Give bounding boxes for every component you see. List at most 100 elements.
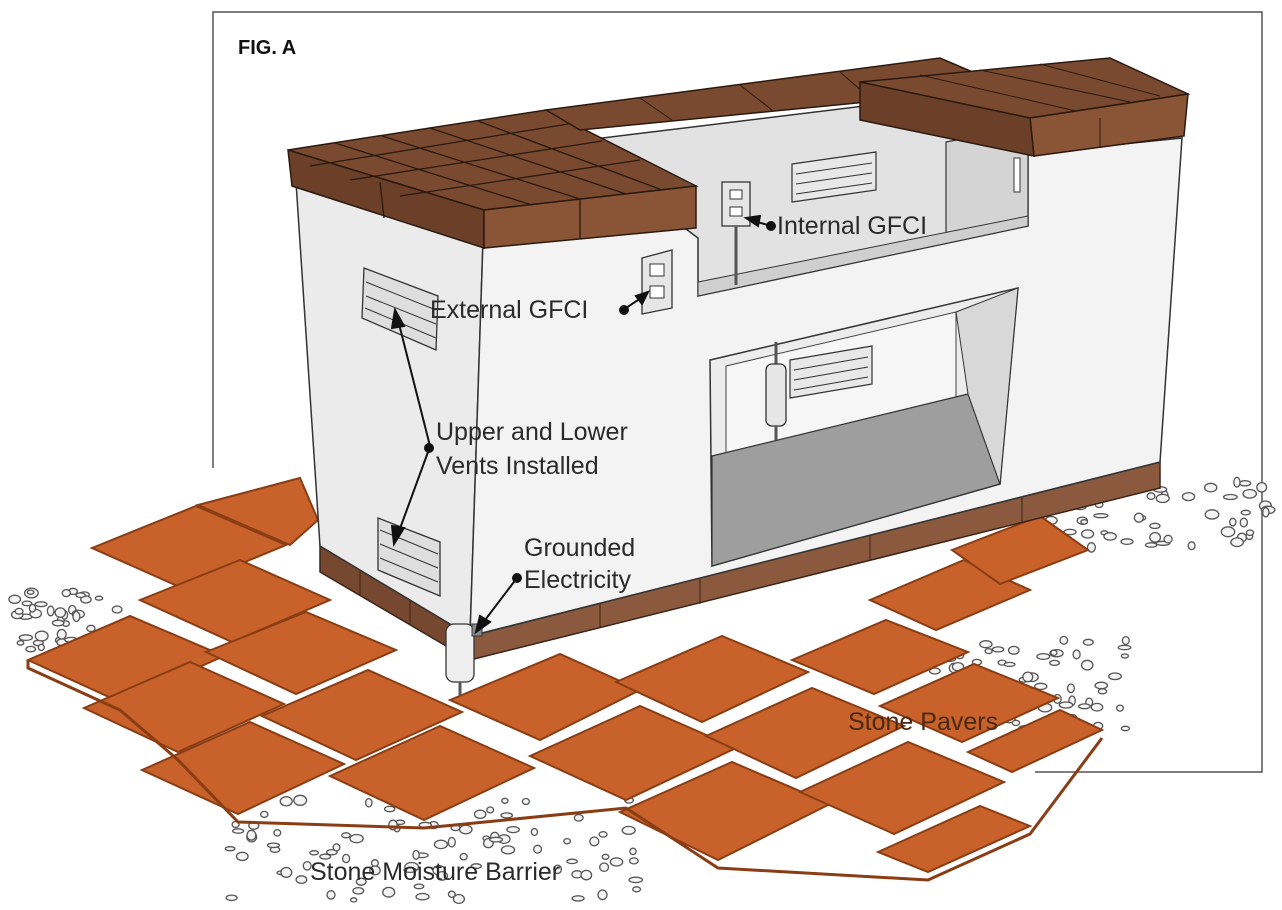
vents [361,151,877,597]
gravel-pebble [1080,519,1089,525]
arrowhead [474,614,492,635]
paver-tile [81,660,287,754]
gravel-pebble [56,628,67,640]
gravel-pebble [928,667,941,675]
gravel-pebble [246,829,257,841]
gravel-pebble [273,828,282,837]
gravel-pebble [553,864,563,875]
leader-dot [512,573,522,583]
gravel-pebble [341,853,351,864]
paver-tile [703,686,907,780]
vents-leader-down [397,451,429,535]
external-gfci-label: External GFCI [430,296,588,324]
gravel-pebble [1149,531,1162,543]
paver-tile [139,720,347,816]
gravel-pebble [632,886,642,893]
gravel-pebble [530,827,539,837]
gravel-pebble [500,845,516,855]
paver-tile [877,662,1061,744]
gravel-pebble [1090,702,1104,712]
gravel-pebble [1120,653,1130,659]
gravel-pebble [563,837,572,845]
gravel-pebble [458,824,473,835]
external-gfci-outlet [641,249,673,315]
gravel-pebble [1034,682,1048,691]
gravel-pebble [1058,701,1074,709]
gravel-pebble [364,797,373,808]
gravel-pebble [629,847,637,856]
gravel-pebble [486,806,495,814]
vents-label-line2: Vents Installed [436,452,599,480]
gravel-pebble [355,877,367,886]
gravel-pebble [452,893,466,905]
lower-cabinet-side [955,287,1019,485]
arrowhead [743,214,762,228]
gravel-pebble [1077,703,1091,710]
gravel-pebble [621,825,636,836]
gravel-pebble [18,634,34,642]
gravel-pebble [403,867,417,874]
gravel-pebble [571,895,585,902]
gravel-pebble [979,640,993,649]
gravel-pebble [231,828,245,834]
gravel-pebble [1080,529,1095,539]
gravel-pebble [46,605,55,617]
gravel-pebble [991,646,1005,653]
gravel-pebble [1115,704,1125,712]
gravel-pebble [436,870,449,881]
paver-tile [965,708,1105,774]
gravel-pebble [573,813,584,822]
gravel-pebble [280,866,293,878]
gravel-pebble [1204,509,1220,520]
cap-joint [334,142,533,206]
gravel-pebble [25,645,37,653]
gravel-pebble [26,589,35,595]
gravel-pebble [1133,512,1144,523]
gravel-pebble [1022,671,1034,683]
cap-joint [349,140,603,181]
gravel-pebble [1120,725,1131,732]
gravel-pebble [1229,517,1237,527]
leader-dot [619,305,629,315]
gravel-pebble [28,603,37,613]
gravel-pebble [1121,635,1130,646]
gravel-pebble [580,869,593,881]
gravel-pebble [34,630,49,642]
gravel-pebble [500,812,514,819]
gravel-pebble [1080,659,1094,671]
gravel-pebble [349,833,364,844]
upper-back-vent [791,151,877,203]
internal-gfci-label: Internal GFCI [777,212,927,240]
paver-tile [137,558,333,644]
lower-back-vent [789,345,873,399]
gravel-pebble [326,890,336,900]
gravel-pebble [86,624,96,633]
gravel-pebble [319,853,332,860]
gravel-pebble [984,647,993,655]
cap-joint [429,127,627,195]
gravel-pebble [37,643,45,652]
gravel-pebble [1097,688,1108,695]
paver-tile [327,724,537,822]
gravel-pebble [1050,649,1058,657]
leader-dot [424,443,434,453]
gravel-pebble [34,601,48,608]
gravel-pebble [1094,681,1109,690]
gravel-pebble [589,836,600,847]
gravel-pebble [279,796,293,807]
leader-dot [766,221,776,231]
cap-joint [399,159,641,197]
gravel-pebble [51,619,65,627]
gravel-pebble [1222,493,1238,501]
gravel-pebble [1066,683,1075,694]
gravel-pebble [260,810,269,819]
gravel-pebble [341,832,351,839]
gravel-pebble [266,842,281,849]
vents-label-line1: Upper and Lower [436,418,628,446]
gravel-pebble [1108,672,1122,681]
gravel-pebble [1117,644,1132,651]
gravel-pebble [521,797,531,806]
gravel-pebble [309,850,320,856]
gravel-pebble [412,849,420,860]
gravel-pebble [506,825,520,834]
